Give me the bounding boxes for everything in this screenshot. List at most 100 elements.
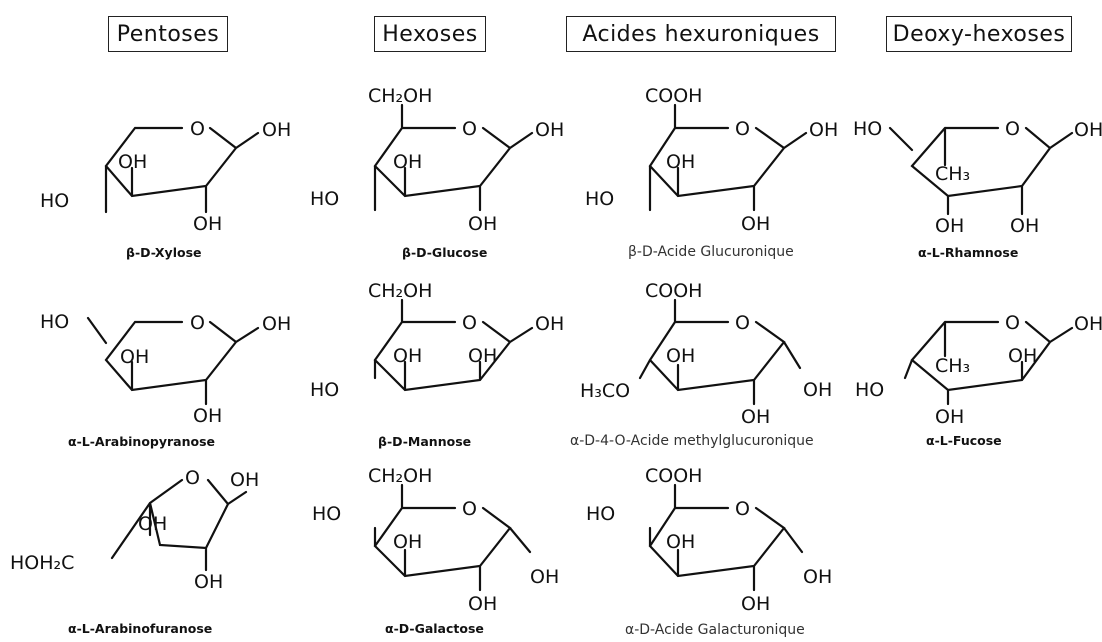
ring-bonds: [648, 483, 804, 592]
label-ring-oxygen: O: [735, 498, 750, 520]
label-oh: OH: [666, 531, 695, 553]
label-oh: OH: [535, 119, 564, 141]
ring-bonds: [373, 483, 532, 592]
label-oh: OH: [666, 345, 695, 367]
label-oh: OH: [1010, 215, 1039, 237]
molecule-galactose: CH₂OH HO O OH OH OH α-D-Galactose: [312, 465, 559, 636]
label-oh: OH: [118, 151, 147, 173]
label-ring-oxygen: O: [735, 118, 750, 140]
header-hexuronic-acids: Acides hexuroniques: [566, 16, 836, 52]
molecule-arabinofuranose: O OH OH HOH₂C OH α-L-Arabinofuranose: [10, 467, 259, 636]
molecule-rhamnose: HO O OH CH₃ OH OH α-L-Rhamnose: [853, 118, 1102, 260]
label-ring-oxygen: O: [185, 467, 200, 489]
label-oh: OH: [193, 213, 222, 235]
header-deoxy-hexoses: Deoxy-hexoses: [886, 16, 1072, 52]
label-oh: OH: [809, 119, 838, 141]
molecule-name: β-D-Mannose: [378, 434, 471, 449]
label-oh: OH: [393, 345, 422, 367]
molecule-mannose: CH₂OH O OH OH OH HO β-D-Mannose: [310, 280, 564, 449]
ring-bonds: [903, 320, 1074, 406]
molecule-name: β-D-Xylose: [126, 245, 202, 260]
label-oh: OH: [194, 571, 223, 593]
label-hoh2c: HOH₂C: [10, 552, 74, 574]
ring-bonds: [373, 103, 534, 212]
label-ho: HO: [312, 503, 341, 525]
label-ring-oxygen: O: [190, 312, 205, 334]
label-oh: OH: [803, 566, 832, 588]
label-ho: HO: [853, 118, 882, 140]
label-oh: OH: [1074, 119, 1102, 141]
label-ring-oxygen: O: [1005, 312, 1020, 334]
label-ho: HO: [40, 190, 69, 212]
label-oh: OH: [741, 406, 770, 428]
label-oh: OH: [230, 469, 259, 491]
label-cooh: COOH: [645, 465, 702, 487]
label-oh: OH: [468, 213, 497, 235]
label-ho: HO: [585, 188, 614, 210]
label-oh: OH: [193, 405, 222, 427]
label-ho: HO: [855, 379, 884, 401]
molecule-name: α-L-Arabinopyranose: [68, 434, 215, 449]
label-ch2oh: CH₂OH: [368, 465, 432, 487]
ring-bonds: [648, 103, 808, 212]
label-h3co: H₃CO: [580, 380, 630, 402]
label-ring-oxygen: O: [462, 498, 477, 520]
ring-bonds: [888, 126, 1074, 216]
label-oh: OH: [262, 313, 291, 335]
molecule-arabinopyranose: HO O OH OH OH α-L-Arabinopyranose: [40, 311, 291, 449]
molecule-name: β-D-Glucose: [402, 245, 487, 260]
molecule-xylose: O OH OH HO OH β-D-Xylose: [40, 118, 291, 260]
molecule-methylglucuronic-acid: COOH O H₃CO OH OH OH α-D-4-O-Acide methy…: [570, 280, 832, 449]
label-ch3: CH₃: [935, 355, 970, 377]
molecule-glucose: CH₂OH O OH OH HO OH β-D-Glucose: [310, 85, 564, 260]
label-oh: OH: [666, 151, 695, 173]
ring-bonds: [638, 298, 802, 406]
label-oh: OH: [468, 345, 497, 367]
molecule-galacturonic-acid: COOH HO O OH OH OH α-D-Acide Galacturoni…: [586, 465, 832, 638]
label-cooh: COOH: [645, 280, 702, 302]
label-oh: OH: [262, 119, 291, 141]
label-oh: OH: [803, 379, 832, 401]
label-oh: OH: [935, 215, 964, 237]
label-ch2oh: CH₂OH: [368, 280, 432, 302]
label-ring-oxygen: O: [190, 118, 205, 140]
label-oh: OH: [468, 593, 497, 615]
label-ho: HO: [310, 379, 339, 401]
molecule-name: β-D-Acide Glucuronique: [628, 244, 794, 260]
label-oh: OH: [1074, 313, 1102, 335]
molecule-name: α-D-Acide Galacturonique: [625, 622, 805, 638]
label-oh: OH: [741, 593, 770, 615]
label-oh: OH: [535, 313, 564, 335]
label-ring-oxygen: O: [462, 312, 477, 334]
label-oh: OH: [393, 151, 422, 173]
molecule-name: α-L-Fucose: [926, 433, 1002, 448]
label-oh: OH: [120, 346, 149, 368]
label-oh: OH: [935, 406, 964, 428]
ring-bonds: [86, 316, 260, 406]
label-ch3: CH₃: [935, 163, 970, 185]
label-ho: HO: [40, 311, 69, 333]
label-oh: OH: [530, 566, 559, 588]
label-oh: OH: [138, 513, 167, 535]
molecule-name: α-L-Rhamnose: [918, 245, 1018, 260]
molecule-name: α-D-Galactose: [385, 621, 484, 636]
ring-bonds: [110, 478, 248, 572]
label-oh: OH: [1008, 345, 1037, 367]
label-ring-oxygen: O: [735, 312, 750, 334]
label-cooh: COOH: [645, 85, 702, 107]
label-oh: OH: [741, 213, 770, 235]
molecule-glucuronic-acid: COOH O OH OH HO OH β-D-Acide Glucuroniqu…: [585, 85, 838, 260]
label-oh: OH: [393, 531, 422, 553]
label-ho: HO: [310, 188, 339, 210]
header-hexoses: Hexoses: [374, 16, 486, 52]
molecule-fucose: O OH CH₃ OH HO OH α-L-Fucose: [855, 312, 1102, 448]
ring-bonds: [104, 126, 260, 214]
label-ring-oxygen: O: [462, 118, 477, 140]
label-ho: HO: [586, 503, 615, 525]
header-pentoses: Pentoses: [108, 16, 228, 52]
molecule-name: α-D-4-O-Acide methylglucuronique: [570, 433, 814, 449]
label-ch2oh: CH₂OH: [368, 85, 432, 107]
molecule-name: α-L-Arabinofuranose: [68, 621, 212, 636]
ring-bonds: [373, 298, 534, 392]
